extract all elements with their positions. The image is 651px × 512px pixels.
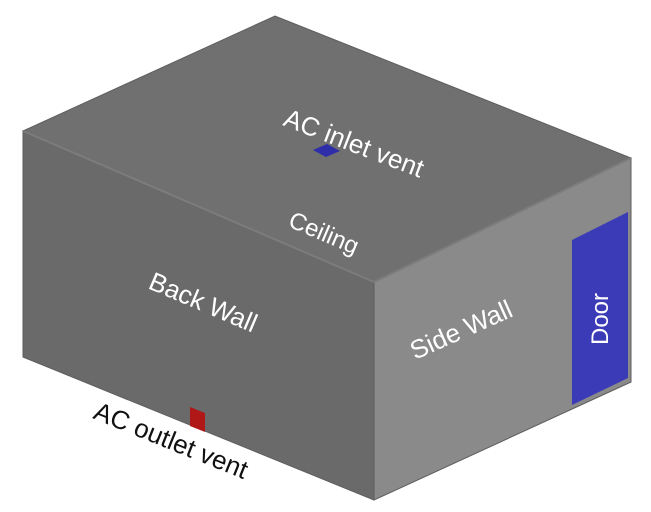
ac-inlet-vent-marker [313, 144, 340, 157]
ac-outlet-vent-marker [190, 407, 205, 432]
door [572, 212, 628, 405]
ceiling-back-edge [22, 130, 375, 283]
ceiling-side-edge [373, 157, 632, 283]
label-door: Door [587, 293, 614, 345]
